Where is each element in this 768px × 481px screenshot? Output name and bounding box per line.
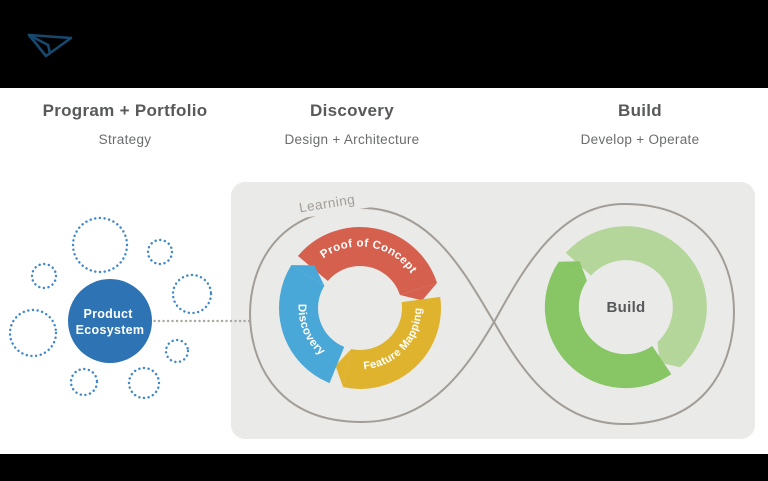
phase-subtitle: Design + Architecture: [284, 132, 420, 147]
phase-build: Build Develop + Operate: [530, 101, 750, 147]
dotted-circle: [30, 262, 58, 290]
infinity-loop-line: [248, 202, 736, 426]
product-ecosystem-label: Product Ecosystem: [76, 307, 145, 337]
paper-plane-icon: [27, 33, 73, 58]
build-label: Build: [607, 299, 646, 316]
discovery-cycle-ring: Proof of Concept Discovery Feature Mappi…: [279, 227, 441, 389]
feature-mapping-arrowhead: [335, 349, 352, 388]
process-panel: [231, 182, 755, 439]
feature-mapping-arc: [343, 296, 441, 389]
ecosystem-dotted-circles: [8, 216, 213, 400]
dotted-circle: [69, 367, 99, 397]
discovery-arc: [279, 265, 346, 384]
phase-discovery: Discovery Design + Architecture: [242, 101, 462, 147]
build-dark-arc: [544, 261, 672, 389]
phase-title: Build: [618, 101, 662, 120]
phase-title: Program + Portfolio: [42, 101, 208, 120]
build-dark-arrowhead: [558, 261, 587, 281]
phase-subtitle: Strategy: [98, 132, 152, 147]
build-light-arrowhead: [657, 342, 681, 368]
build-light-arc: [565, 226, 707, 368]
product-ecosystem-circle: [68, 279, 152, 363]
dotted-circle: [146, 238, 174, 266]
learning-label-backing: [281, 184, 377, 221]
phase-program-portfolio: Program + Portfolio Strategy: [15, 101, 235, 147]
dotted-circle: [127, 366, 161, 400]
dotted-circle: [164, 338, 190, 364]
dotted-circle: [71, 216, 129, 274]
dotted-circle: [8, 308, 58, 358]
phase-title: Discovery: [310, 101, 394, 120]
build-cycle-ring: Build: [544, 226, 707, 389]
discovery-arrowhead: [291, 265, 325, 286]
learning-label-group: Learning: [281, 184, 377, 221]
proof-of-concept-arc: [297, 227, 438, 296]
proof-of-concept-arrowhead: [400, 283, 437, 301]
dotted-circle: [171, 273, 213, 315]
phase-subtitle: Develop + Operate: [580, 132, 700, 147]
